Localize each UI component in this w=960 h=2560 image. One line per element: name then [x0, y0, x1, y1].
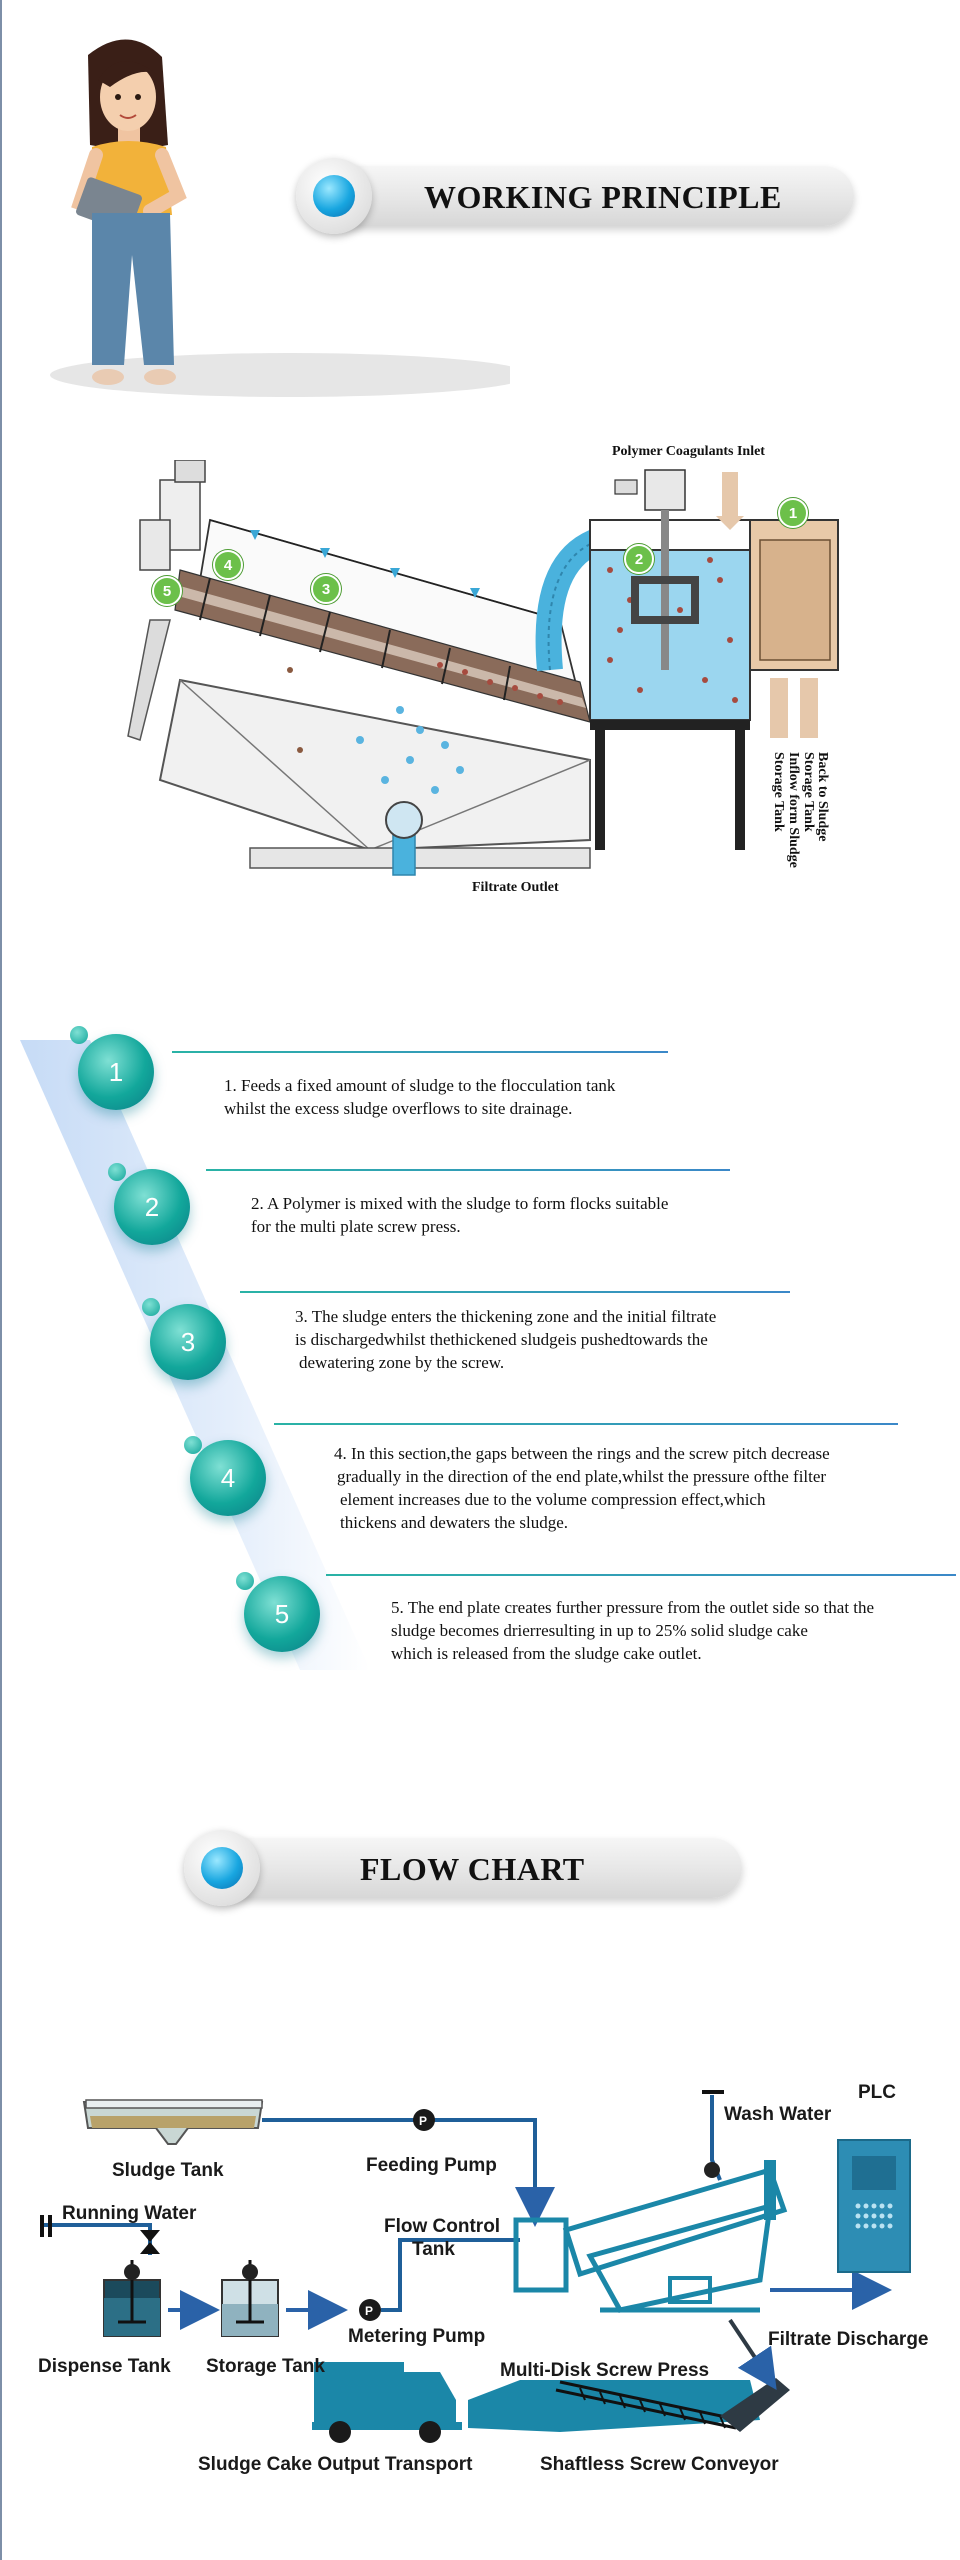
- plc-label: PLC: [858, 2082, 896, 2103]
- step-2-badge: 2: [114, 1169, 190, 1245]
- step-5-badge: 5: [244, 1576, 320, 1652]
- step-3-line-3: dewatering zone by the screw.: [299, 1353, 505, 1372]
- inflow-sludge-label: Inflow form Sludge: [786, 752, 801, 868]
- diagram-badge-2: 2: [624, 544, 654, 574]
- feeding-pump-icon: [413, 2109, 435, 2131]
- sludge-cake-label: Sludge Cake Output Transport: [198, 2454, 473, 2475]
- step-2-bubble-small: [108, 1163, 126, 1181]
- metering-pump-symbol: P: [365, 2304, 373, 2318]
- step-4-badge: 4: [190, 1440, 266, 1516]
- step-2-line-1: 2. A Polymer is mixed with the sludge to…: [251, 1194, 669, 1213]
- filtrate-discharge-label: Filtrate Discharge: [768, 2329, 929, 2350]
- truck-icon: [312, 2362, 462, 2430]
- storage-tank-label-2: Storage Tank: [771, 752, 786, 832]
- metering-pump-label: Metering Pump: [348, 2326, 486, 2347]
- diagram-badge-3: 3: [311, 574, 341, 604]
- step-3-bubble-small: [142, 1298, 160, 1316]
- feeding-pump-label: Feeding Pump: [366, 2155, 497, 2176]
- flow-chart-diagram: P P: [40, 2090, 911, 2443]
- blue-dot-icon: [313, 175, 355, 217]
- step-5-line: [326, 1574, 956, 1576]
- multi-disk-label: Multi-Disk Screw Press: [500, 2360, 710, 2381]
- working-principle-title: WORKING PRINCIPLE: [424, 179, 782, 215]
- flow-control-label-1: Flow Control: [384, 2216, 501, 2237]
- storage-tank-label-1: Storage Tank: [801, 752, 816, 832]
- step-3-line-1: 3. The sludge enters the thickening zone…: [295, 1307, 717, 1326]
- shaftless-label: Shaftless Screw Conveyor: [540, 2454, 779, 2475]
- step-4-line-4: thickens and dewaters the sludge.: [340, 1513, 569, 1532]
- step-1-line-2: whilst the excess sludge overflows to si…: [224, 1099, 573, 1118]
- flow-chart-dot: [184, 1830, 260, 1906]
- flow-chart-header: FLOW CHART: [200, 1838, 742, 1898]
- dispense-tank-label: Dispense Tank: [38, 2356, 171, 2377]
- presenter-illustration: [50, 39, 510, 397]
- step-3-line-2: is dischargedwhilst thethickened sludgei…: [295, 1330, 708, 1349]
- step-5-line-1: 5. The end plate creates further pressur…: [391, 1598, 875, 1617]
- working-principle-dot: [296, 158, 372, 234]
- step-3-line: [240, 1291, 790, 1293]
- metering-pump-icon: [359, 2299, 381, 2321]
- polymer-inlet-label: Polymer Coagulants Inlet: [612, 444, 765, 459]
- step-2-line: [206, 1169, 730, 1171]
- diagram-badge-1: 1: [778, 498, 808, 528]
- working-principle-header: WORKING PRINCIPLE: [310, 166, 854, 226]
- step-1-badge: 1: [78, 1034, 154, 1110]
- step-5-line-3: which is released from the sludge cake o…: [391, 1644, 702, 1663]
- blue-dot-icon: [201, 1847, 243, 1889]
- flow-control-label-2: Tank: [412, 2239, 455, 2260]
- filtrate-outlet-label: Filtrate Outlet: [472, 880, 559, 895]
- step-4-line-2: gradually in the direction of the end pl…: [337, 1467, 827, 1486]
- back-to-sludge-label: Back to Sludge: [815, 752, 830, 842]
- step-4-line-3: element increases due to the volume comp…: [340, 1490, 766, 1509]
- step-2-line-2: for the multi plate screw press.: [251, 1217, 461, 1236]
- step-4-line: [274, 1423, 898, 1425]
- step-4-line-1: 4. In this section,the gaps between the …: [334, 1444, 830, 1463]
- step-1-line: [172, 1051, 668, 1053]
- sludge-tank-label: Sludge Tank: [112, 2160, 224, 2181]
- running-water-label: Running Water: [62, 2203, 197, 2224]
- page-left-border: [0, 0, 2, 2560]
- step-4-bubble-small: [184, 1436, 202, 1454]
- diagram-badge-4: 4: [213, 550, 243, 580]
- step-1-bubble-small: [70, 1026, 88, 1044]
- wash-water-label: Wash Water: [724, 2104, 832, 2125]
- screw-press-icon: [513, 2166, 788, 2313]
- diagram-badge-5: 5: [152, 576, 182, 606]
- flow-chart-title: FLOW CHART: [360, 1851, 585, 1887]
- step-3-badge: 3: [150, 1304, 226, 1380]
- step-5-bubble-small: [236, 1572, 254, 1590]
- feeding-pump-symbol: P: [419, 2114, 427, 2128]
- step-5-line-2: sludge becomes drierresulting in up to 2…: [391, 1621, 808, 1640]
- screw-press-diagram: [127, 460, 839, 876]
- step-1-line-1: 1. Feeds a fixed amount of sludge to the…: [224, 1076, 616, 1095]
- storage-tank-label: Storage Tank: [206, 2356, 325, 2377]
